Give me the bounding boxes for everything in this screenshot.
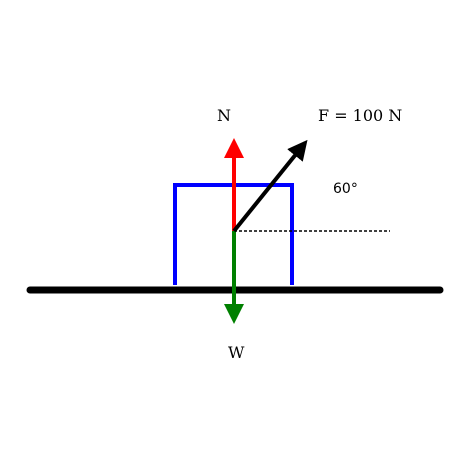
- applied-force-arrow: [232, 139, 308, 233]
- angle-label: 60°: [333, 181, 358, 197]
- normal-force-label: N: [217, 106, 231, 125]
- weight-label: W: [228, 343, 245, 362]
- applied-force-label: F = 100 N: [318, 106, 402, 125]
